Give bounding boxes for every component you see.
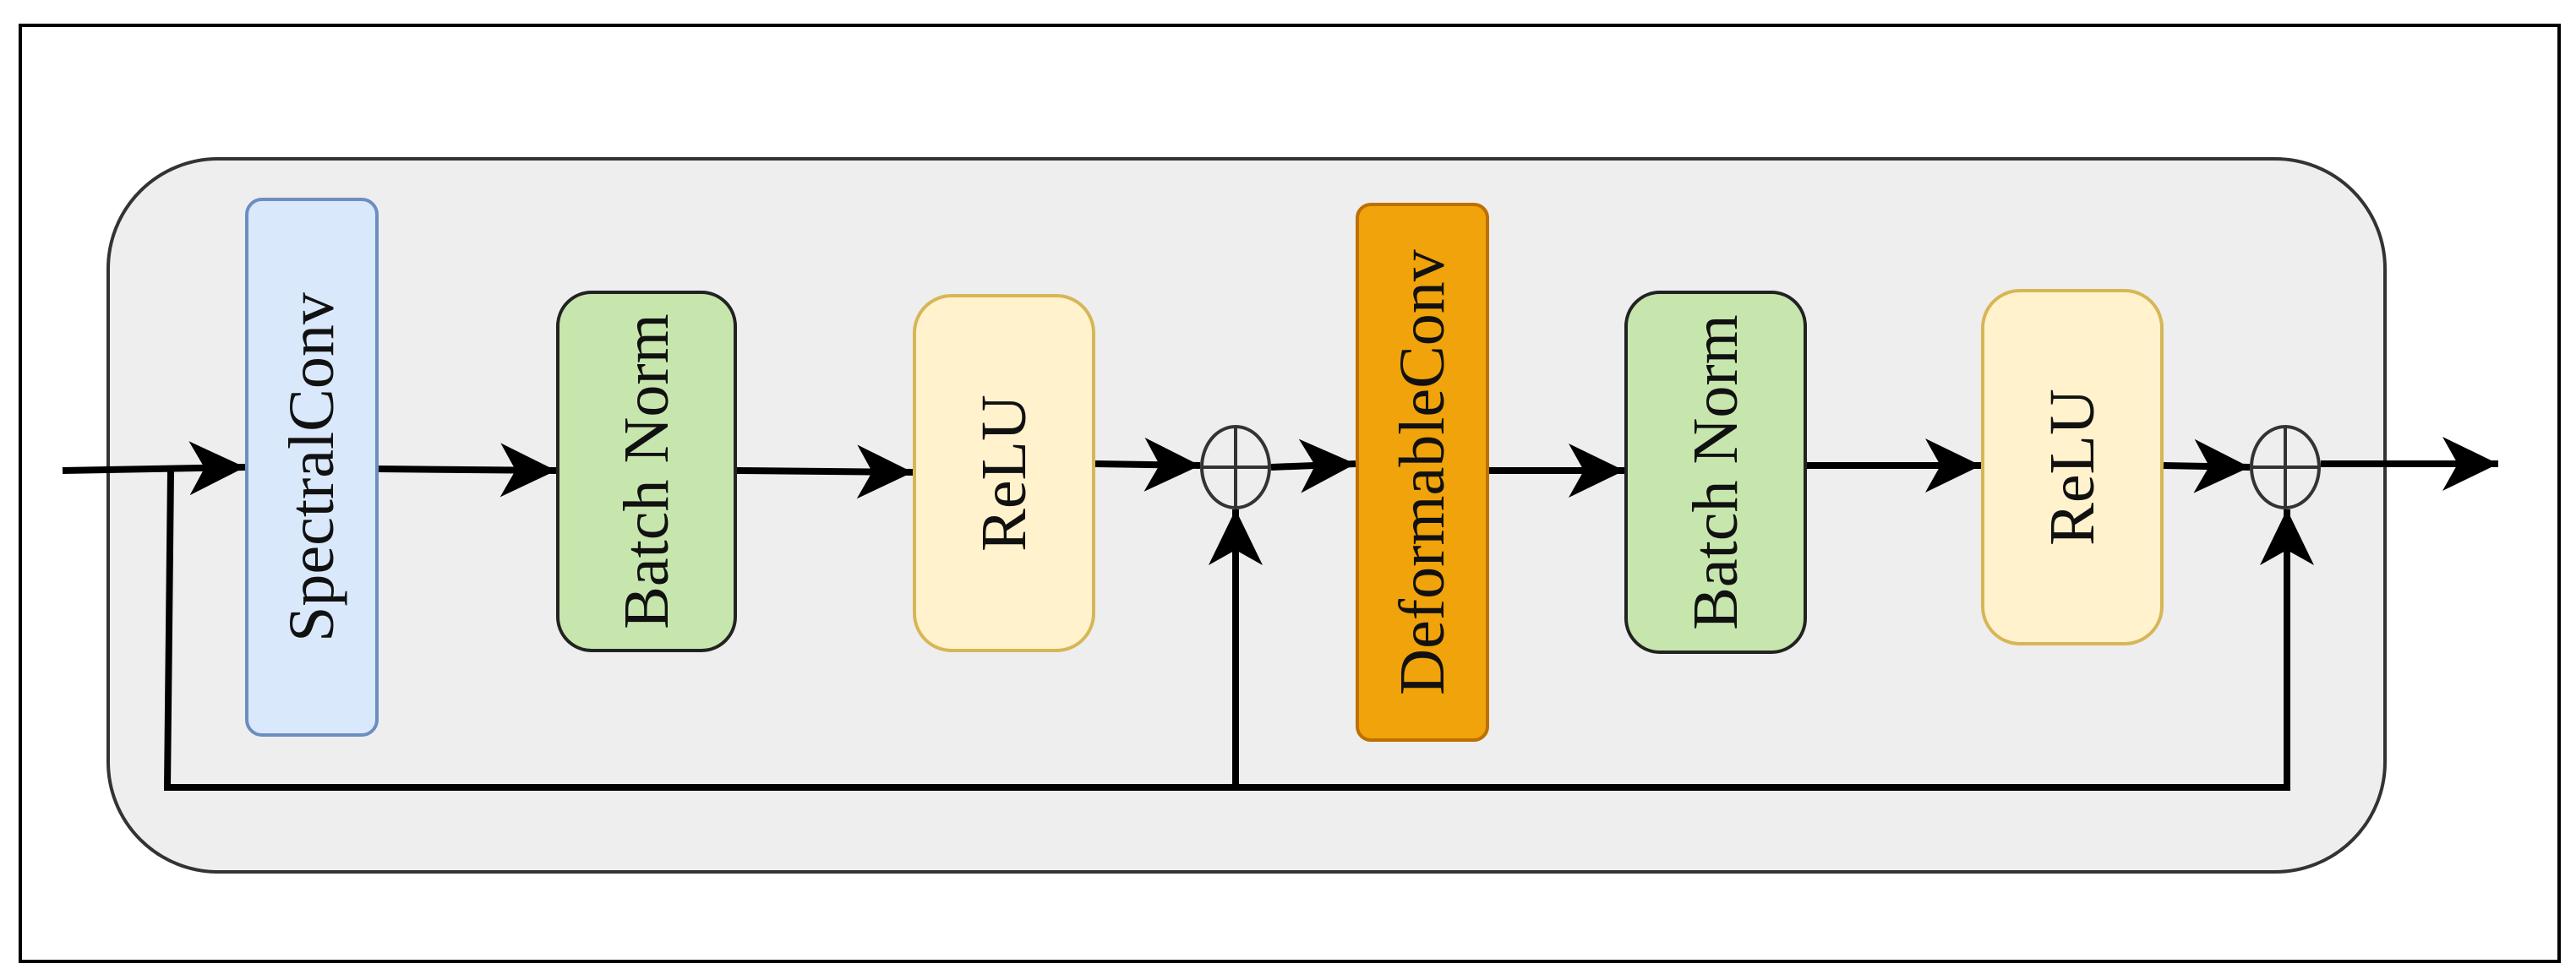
input-arrow [62, 441, 246, 496]
spectral-conv-block: SpectralConv [245, 198, 379, 737]
skip-connection-path [163, 470, 2290, 791]
relu-box-2 [1981, 289, 2164, 645]
adder-2 [2250, 425, 2321, 509]
batch-norm-label-1: Batch Norm [611, 313, 682, 629]
relu-box-1 [913, 294, 1095, 652]
arrow-bn1-to-relu1 [736, 444, 914, 499]
relu-label-1: ReLU [969, 395, 1040, 552]
batch-norm-box-1 [556, 291, 737, 652]
deformable-conv-label: DeformableConv [1387, 249, 1458, 695]
spectral-conv-label: SpectralConv [276, 292, 347, 642]
deformable-conv-box [1356, 203, 1489, 742]
batch-norm-box-2 [1624, 291, 1807, 654]
relu-label-2: ReLU [2037, 389, 2108, 546]
arrow-relu1-to-adder1 [1094, 437, 1201, 492]
relu-block-1: ReLU [913, 294, 1095, 652]
arrow-adder1-to-deformable [1270, 438, 1356, 493]
adder-1 [1200, 425, 1271, 509]
batch-norm-block-2: Batch Norm [1624, 291, 1807, 654]
relu-block-2: ReLU [1981, 289, 2164, 645]
arrow-relu2-to-adder2 [2163, 438, 2251, 493]
connectors [62, 437, 2498, 791]
batch-norm-label-2: Batch Norm [1680, 314, 1751, 630]
batch-norm-block-1: Batch Norm [556, 291, 737, 652]
arrow-spectral-to-bn1 [378, 443, 557, 498]
spectral-conv-box [245, 198, 379, 737]
deformable-conv-block: DeformableConv [1356, 203, 1489, 742]
